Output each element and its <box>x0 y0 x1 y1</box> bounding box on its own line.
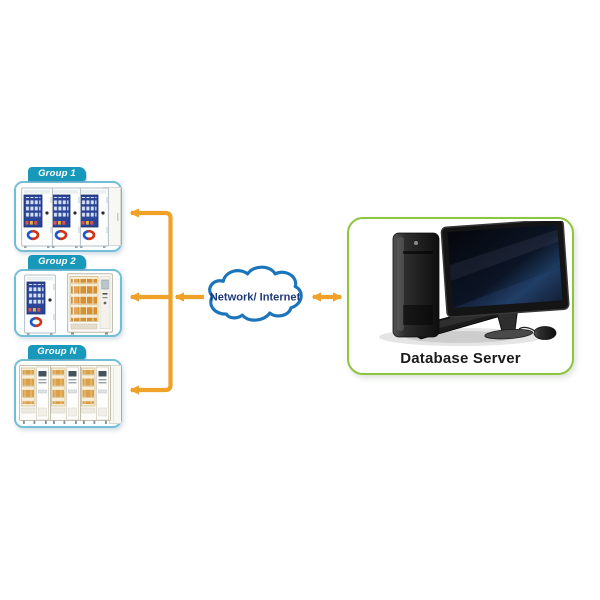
group-2-tab: Group 2 <box>28 255 86 269</box>
server-label: Database Server <box>400 350 521 367</box>
group-n-tab: Group N <box>28 345 86 359</box>
group-1-label: Group 1 <box>38 168 76 179</box>
server-computer-icon <box>379 221 570 346</box>
group-2-label: Group 2 <box>38 256 76 267</box>
cloud-icon: Network/ Internet <box>208 265 303 322</box>
database-server-box: Database Server <box>347 217 574 375</box>
network-cloud: Network/ Internet <box>200 258 310 330</box>
group-1-box <box>14 181 122 252</box>
dispensing-cabinet-and-snack-vending-icon <box>17 272 121 336</box>
group-1-tab: Group 1 <box>28 167 86 181</box>
cloud-label: Network/ Internet <box>210 291 301 303</box>
group-n-label: Group N <box>37 346 77 357</box>
group-2-box <box>14 269 122 337</box>
food-vending-machine-icon <box>17 362 121 427</box>
arrow-trunk-to-groups <box>129 208 173 395</box>
dispensing-cabinet-icon <box>17 184 121 251</box>
group-n-box <box>14 359 122 428</box>
